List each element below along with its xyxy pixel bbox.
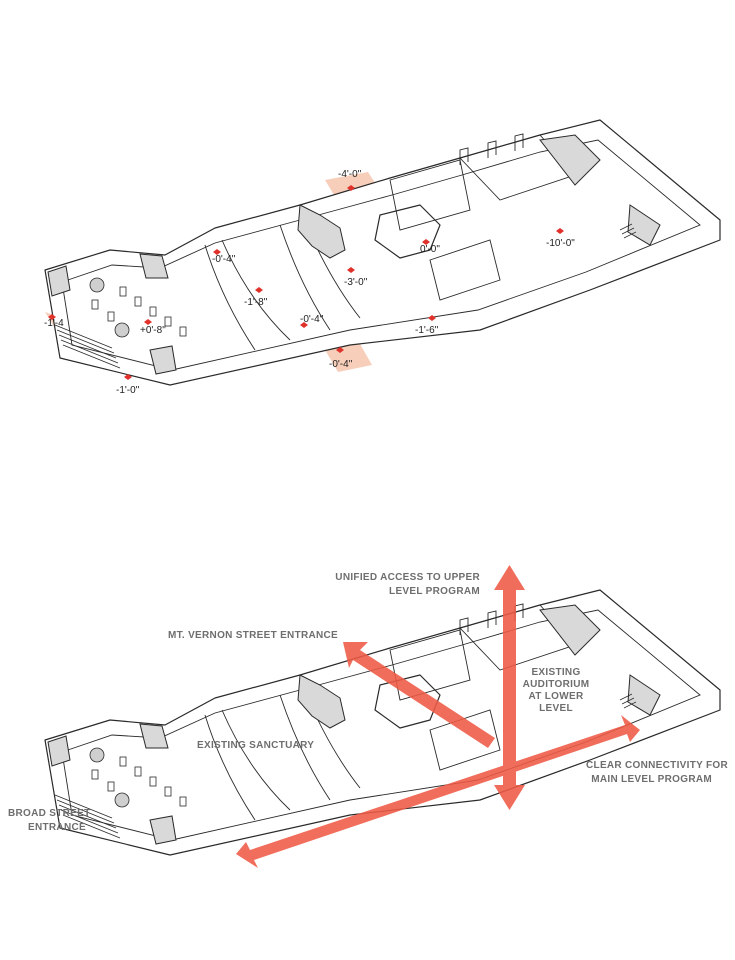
marker-icon bbox=[336, 347, 344, 353]
label-upper-access-1: UNIFIED ACCESS TO UPPER bbox=[335, 572, 480, 583]
elev-label: -0'-4" bbox=[300, 314, 324, 325]
elev-label: -4'-0" bbox=[338, 169, 362, 180]
elev-label: -3'-0" bbox=[344, 277, 368, 288]
elev-label: -10'-0" bbox=[546, 238, 575, 249]
marker-icon bbox=[347, 185, 355, 191]
marker-icon bbox=[213, 249, 221, 255]
diagram-bottom-connectivity: UNIFIED ACCESS TO UPPER LEVEL PROGRAM MT… bbox=[8, 565, 728, 868]
elev-label: -1'-4 bbox=[44, 318, 64, 329]
label-broad-street-2: ENTRANCE bbox=[28, 822, 86, 833]
elev-label: -0'-4" bbox=[329, 359, 353, 370]
label-upper-access-2: LEVEL PROGRAM bbox=[389, 586, 480, 597]
label-auditorium-1: EXISTING bbox=[531, 667, 580, 678]
marker-icon bbox=[347, 267, 355, 273]
label-mt-vernon: MT. VERNON STREET ENTRANCE bbox=[168, 630, 338, 641]
marker-icon bbox=[48, 314, 56, 320]
vertical-arrow-icon bbox=[494, 590, 525, 810]
plan-top bbox=[44, 119, 721, 386]
marker-icon bbox=[255, 287, 263, 293]
label-connectivity-1: CLEAR CONNECTIVITY FOR bbox=[586, 760, 728, 771]
elev-label: -1'-6" bbox=[415, 325, 439, 336]
elev-label: 0'-0" bbox=[420, 244, 440, 255]
label-broad-street-1: BROAD STREET bbox=[8, 808, 91, 819]
elev-label: -1'-8" bbox=[244, 297, 268, 308]
horizontal-arrow-icon bbox=[236, 715, 640, 868]
label-auditorium-2: AUDITORIUM bbox=[523, 679, 590, 690]
label-auditorium-3: AT LOWER bbox=[529, 691, 584, 702]
marker-icon bbox=[124, 374, 132, 380]
label-auditorium-4: LEVEL bbox=[539, 703, 573, 714]
diagonal-arrow-icon bbox=[343, 642, 495, 748]
elev-label: +0'-8" bbox=[140, 325, 166, 336]
label-connectivity-2: MAIN LEVEL PROGRAM bbox=[591, 774, 712, 785]
marker-icon bbox=[422, 239, 430, 245]
label-sanctuary: EXISTING SANCTUARY bbox=[197, 740, 314, 751]
elev-label: -1'-0" bbox=[116, 385, 140, 396]
diagram-top-elevations: -4'-0" -0'-4" -1'-8" -0'-4" -0'-4" -3'-0… bbox=[44, 119, 721, 396]
marker-icon bbox=[556, 228, 564, 234]
vertical-arrow-head-icon bbox=[494, 565, 525, 590]
marker-icon bbox=[428, 315, 436, 321]
elevation-markers bbox=[48, 185, 564, 380]
marker-icon bbox=[300, 322, 308, 328]
marker-icon bbox=[144, 319, 152, 325]
elev-label: -0'-4" bbox=[212, 254, 236, 265]
circulation-arrows bbox=[236, 565, 640, 868]
